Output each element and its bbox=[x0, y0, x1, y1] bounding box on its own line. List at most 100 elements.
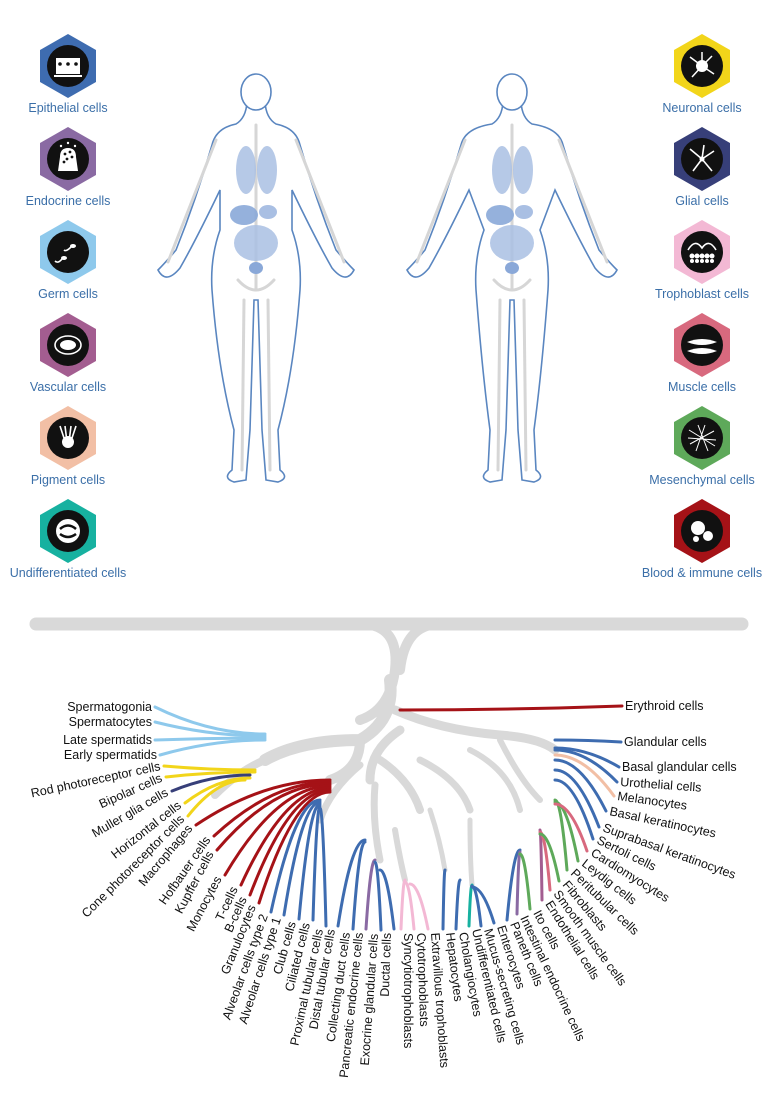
tree-branch bbox=[223, 784, 332, 877]
tree-trunk-branch bbox=[211, 756, 269, 799]
tree-branch bbox=[553, 753, 616, 798]
cell-type-label: Basal glandular cells bbox=[622, 760, 737, 774]
tree-branch bbox=[403, 880, 416, 931]
tree-branch bbox=[170, 773, 252, 793]
tree-branch bbox=[183, 776, 252, 805]
category-label: Blood & immune cells bbox=[641, 566, 763, 580]
trophoblast-icon bbox=[671, 219, 733, 285]
tree-branch bbox=[538, 828, 544, 902]
tree-trunk-branch bbox=[376, 756, 424, 814]
category-label: Trophoblast cells bbox=[654, 287, 750, 301]
category-blood: Blood & immune cells bbox=[627, 498, 777, 580]
tree-branch bbox=[158, 738, 267, 757]
tree-branch bbox=[373, 860, 383, 932]
tree-trunk-branch bbox=[390, 705, 560, 755]
tree-trunk-branch bbox=[467, 747, 523, 813]
tree-branch bbox=[164, 770, 257, 779]
tree-branch bbox=[553, 768, 601, 829]
tree-branch bbox=[378, 868, 396, 931]
tree-branch bbox=[282, 800, 322, 917]
tree-branch bbox=[399, 878, 407, 931]
cell-type-label: Cytotrophoblasts bbox=[414, 933, 431, 1027]
category-vascular: Vascular cells bbox=[0, 312, 143, 394]
endocrine-icon bbox=[37, 126, 99, 192]
tree-trunk-branch bbox=[395, 619, 747, 675]
category-trophoblast: Trophoblast cells bbox=[627, 219, 777, 301]
tree-branch bbox=[518, 852, 532, 911]
category-label: Epithelial cells bbox=[28, 101, 108, 115]
tree-trunk-branch bbox=[416, 756, 474, 814]
tree-branch bbox=[553, 758, 608, 813]
cell-type-label: Glandular cells bbox=[624, 735, 707, 749]
tree-branch bbox=[318, 806, 328, 928]
category-label: Mesenchymal cells bbox=[649, 473, 755, 487]
tree-branch bbox=[441, 868, 447, 931]
tree-branch bbox=[194, 778, 332, 827]
tree-branch bbox=[269, 798, 322, 914]
tree-branch bbox=[162, 764, 257, 772]
cell-type-label: Syncytiotrophoblasts bbox=[401, 933, 415, 1048]
category-glial: Glial cells bbox=[627, 126, 777, 208]
tree-branch bbox=[553, 746, 621, 769]
tree-branch bbox=[553, 738, 623, 744]
cell-type-label: Erythroid cells bbox=[625, 699, 704, 713]
blood-icon bbox=[671, 498, 733, 564]
cell-type-label: Late spermatids bbox=[63, 733, 152, 747]
tree-branch bbox=[248, 788, 332, 897]
category-epithelial: Epithelial cells bbox=[0, 33, 143, 115]
human-body-illustrations bbox=[157, 73, 618, 483]
tree-branch bbox=[364, 858, 377, 931]
tree-trunk-branch bbox=[497, 737, 543, 803]
tree-trunk-branch bbox=[392, 827, 408, 883]
tree-trunk-branch bbox=[325, 735, 365, 785]
tree-branch bbox=[553, 800, 580, 863]
neuron-icon bbox=[671, 33, 733, 99]
category-label: Glial cells bbox=[675, 194, 729, 208]
tree-branch bbox=[153, 705, 267, 736]
epithelial-icon bbox=[37, 33, 99, 99]
germ-icon bbox=[37, 219, 99, 285]
tree-branch bbox=[505, 848, 522, 922]
category-muscle: Muscle cells bbox=[627, 312, 777, 394]
glial-icon bbox=[671, 126, 733, 192]
tree-branch bbox=[153, 736, 267, 742]
category-label: Endocrine cells bbox=[25, 194, 111, 208]
category-label: Pigment cells bbox=[30, 473, 106, 487]
category-label: Germ cells bbox=[38, 287, 98, 301]
muscle-icon bbox=[671, 312, 733, 378]
tree-trunk-branch bbox=[467, 817, 475, 888]
mesenchymal-icon bbox=[671, 405, 733, 471]
tree-branch bbox=[454, 878, 462, 931]
pigment-icon bbox=[37, 405, 99, 471]
category-label: Undifferentiated cells bbox=[9, 566, 127, 580]
tree-branch bbox=[186, 778, 247, 818]
tree-branch bbox=[515, 850, 522, 916]
vascular-icon bbox=[37, 312, 99, 378]
tree-branch bbox=[297, 802, 322, 921]
category-endocrine: Endocrine cells bbox=[0, 126, 143, 208]
tree-branch bbox=[212, 780, 332, 838]
tree-branch bbox=[215, 782, 332, 852]
tree-trunk-branch bbox=[427, 807, 448, 873]
tree-branch bbox=[553, 778, 595, 841]
category-neuron: Neuronal cells bbox=[627, 33, 777, 115]
category-label: Muscle cells bbox=[667, 380, 737, 394]
category-undifferentiated: Undifferentiated cells bbox=[0, 498, 143, 580]
category-label: Vascular cells bbox=[29, 380, 107, 394]
tree-branch bbox=[467, 883, 474, 928]
tree-branch bbox=[239, 786, 332, 887]
cell-type-label: Spermatogonia bbox=[67, 700, 152, 714]
tree-branch bbox=[553, 748, 619, 784]
tree-branch bbox=[408, 882, 430, 931]
cell-type-label: Early spermatids bbox=[64, 748, 157, 762]
cell-type-label: Spermatocytes bbox=[69, 715, 152, 729]
tree-branch bbox=[470, 885, 496, 925]
category-germ: Germ cells bbox=[0, 219, 143, 301]
cell-type-label: Urothelial cells bbox=[620, 775, 702, 795]
undifferentiated-icon bbox=[37, 498, 99, 564]
tree-branch bbox=[398, 704, 624, 712]
tree-trunk-branch bbox=[365, 725, 405, 785]
cell-type-label: Ductal cells bbox=[378, 933, 394, 997]
female-body bbox=[157, 73, 355, 483]
category-mesenchymal: Mesenchymal cells bbox=[627, 405, 777, 487]
